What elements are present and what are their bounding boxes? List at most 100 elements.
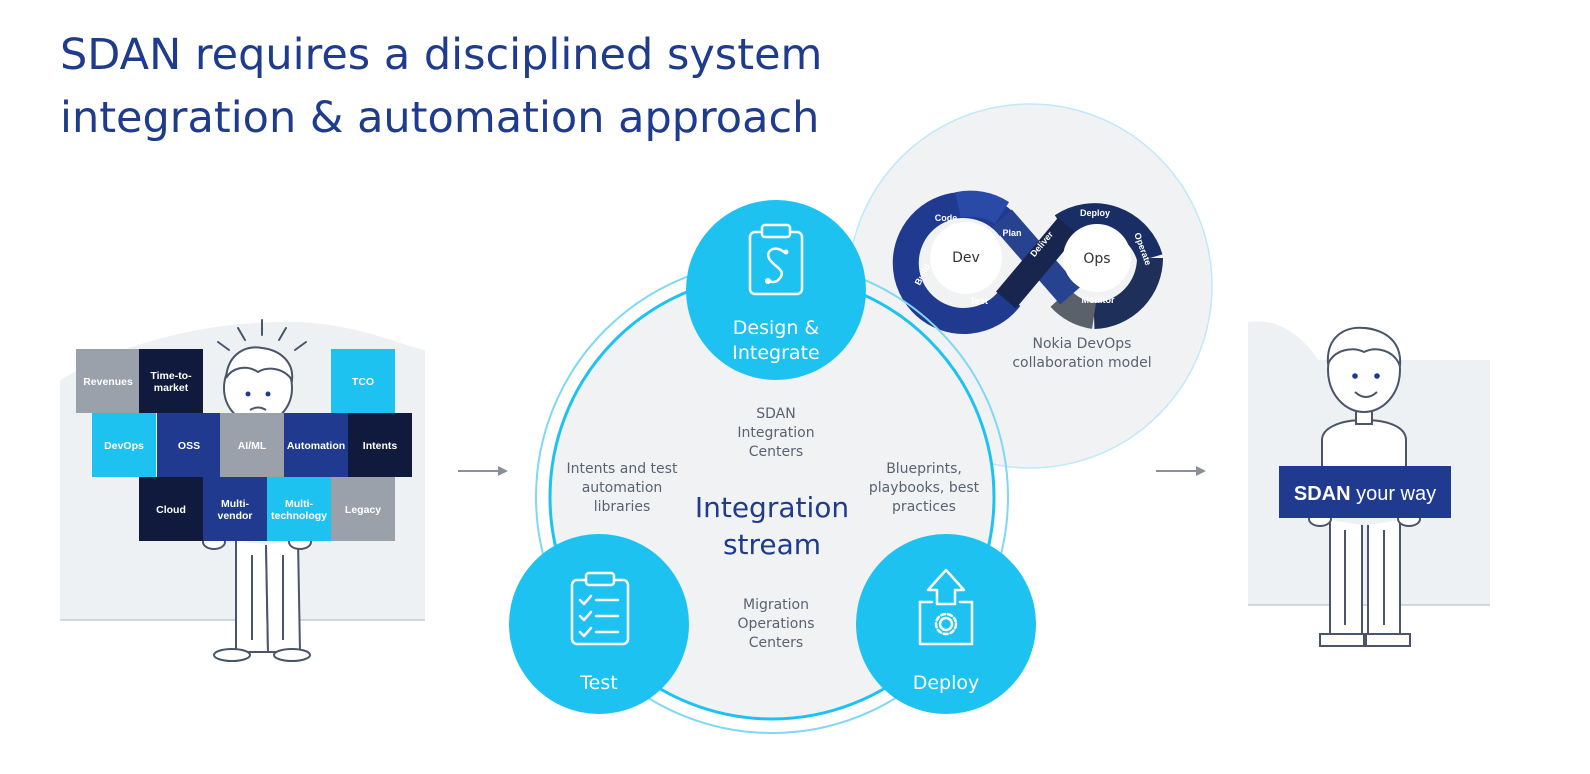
integration-stream: Integration stream SDAN Integration Cent…	[509, 200, 1036, 734]
devops-infinity-loop	[892, 190, 1163, 334]
devops-caption-line-1: Nokia DevOps	[1033, 336, 1132, 352]
challenge-tile-label: Automation	[287, 440, 345, 452]
challenge-tile-label-line: Intents	[363, 440, 398, 452]
stream-center-line-2: stream	[723, 528, 821, 561]
challenge-tile-label: Intents	[363, 440, 398, 452]
devops-ops-label: Ops	[1083, 251, 1110, 267]
challenge-tile-label-line: Time-to-	[150, 370, 192, 382]
challenge-tile: Automation	[284, 413, 348, 477]
challenge-tile-bg	[267, 477, 331, 541]
challenge-tile-label-line: technology	[271, 510, 327, 522]
result-illustration: SDAN your way	[1248, 321, 1490, 647]
challenge-tile-label: Revenues	[83, 376, 133, 388]
node-design-label-1: Design &	[733, 317, 820, 339]
stream-left-text-3: libraries	[594, 499, 651, 515]
challenge-tile-bg	[92, 413, 156, 477]
svg-text:SDAN your way: SDAN your way	[1294, 483, 1436, 505]
challenge-tile-bg	[331, 477, 395, 541]
challenge-tile-label: Cloud	[156, 504, 186, 516]
challenge-tile-label-line: AI/ML	[238, 440, 267, 452]
challenge-tile-bg	[139, 477, 203, 541]
devops-stage-deploy: Deploy	[1080, 208, 1110, 218]
challenge-tile-label: OSS	[178, 440, 200, 452]
challenge-tile-bg	[139, 349, 203, 413]
node-test-label: Test	[579, 672, 617, 694]
stream-right-text-2: playbooks, best	[869, 480, 980, 496]
challenge-tile-label: Multi-technology	[271, 498, 327, 522]
challenge-tile-label: AI/ML	[238, 440, 267, 452]
challenge-tile-label-line: vendor	[217, 510, 252, 522]
stream-bottom-text-3: Centers	[749, 635, 803, 651]
stream-left-text-2: automation	[582, 480, 663, 496]
challenge-tile-label-line: Multi-	[285, 498, 313, 510]
challenge-tile-label-line: Automation	[287, 440, 345, 452]
challenge-tile-label-line: market	[154, 382, 189, 394]
challenge-tile-label-line: Cloud	[156, 504, 186, 516]
challenge-tile-bg	[348, 413, 412, 477]
stream-top-text-3: Centers	[749, 444, 803, 460]
slide-title: SDAN requires a disciplined system integ…	[60, 24, 822, 150]
sdan-your-way-sign: SDAN your way	[1279, 466, 1451, 518]
challenge-tile-bg	[220, 413, 284, 477]
challenge-tile: Revenues	[76, 349, 140, 413]
challenge-tile-label-line: TCO	[352, 376, 374, 388]
challenge-tiles: Revenues Time-to-market TCO DevOps OSS AI/ML A…	[76, 349, 412, 541]
stream-right-text-3: practices	[892, 499, 956, 515]
challenge-tile: DevOps	[92, 413, 156, 477]
node-design-label-2: Integrate	[732, 342, 819, 364]
challenge-tile-bg	[203, 477, 267, 541]
challenge-tile: Multi-technology	[267, 477, 331, 541]
challenge-tile: Multi-vendor	[203, 477, 267, 541]
challenge-tile-bg	[284, 413, 348, 477]
challenge-tile: Intents	[348, 413, 412, 477]
challenge-tile-label-line: OSS	[178, 440, 200, 452]
challenge-tile-bg	[76, 349, 140, 413]
sign-text-bold: SDAN	[1294, 483, 1351, 505]
happy-person	[1308, 326, 1421, 647]
stream-top-text-2: Integration	[737, 425, 814, 441]
devops-stage-monitor: Monitor	[1082, 295, 1115, 305]
challenge-tile-label: DevOps	[104, 440, 144, 452]
challenges-illustration: Revenues Time-to-market TCO DevOps OSS AI/ML A…	[60, 319, 425, 662]
challenge-tile-label: TCO	[352, 376, 374, 388]
devops-stage-code: Code	[935, 213, 958, 223]
stream-bottom-text-1: Migration	[743, 597, 809, 613]
challenge-tile-bg	[331, 349, 395, 413]
stream-bottom-text-2: Operations	[738, 616, 815, 632]
stream-right-text-1: Blueprints,	[886, 461, 962, 477]
node-deploy-label: Deploy	[913, 672, 980, 694]
challenge-tile-label: Time-to-market	[150, 370, 192, 394]
challenge-tile-label-line: Revenues	[83, 376, 133, 388]
challenge-tile: AI/ML	[220, 413, 284, 477]
challenge-tile-bg	[157, 413, 221, 477]
confused-person	[202, 319, 312, 662]
sign-text-rest: your way	[1351, 483, 1437, 505]
clipboard-path-icon	[748, 223, 804, 296]
box-upload-gear-icon	[918, 568, 974, 646]
stream-top-text-1: SDAN	[756, 406, 795, 422]
challenge-tile: Cloud	[139, 477, 203, 541]
node-test: Test	[509, 534, 689, 714]
challenge-tile: Time-to-market	[139, 349, 203, 413]
devops-stage-test: Test	[970, 296, 988, 306]
stream-left-text-1: Intents and test	[567, 461, 678, 477]
node-deploy: Deploy	[856, 534, 1036, 714]
challenge-tile-label-line: DevOps	[104, 440, 144, 452]
challenge-tile: Legacy	[331, 477, 395, 541]
slide-title-line-1: SDAN requires a disciplined system	[60, 30, 823, 80]
challenge-tile-label-line: Multi-	[221, 498, 249, 510]
challenge-tile: TCO	[331, 349, 395, 413]
stream-center-line-1: Integration	[695, 491, 849, 524]
devops-dev-label: Dev	[952, 250, 980, 266]
slide-title-line-2: integration & automation approach	[60, 93, 820, 143]
devops-stage-plan: Plan	[1002, 228, 1021, 238]
challenge-tile-label-line: Legacy	[345, 504, 381, 516]
challenge-tile: OSS	[157, 413, 221, 477]
challenge-tile-label: Multi-vendor	[217, 498, 252, 522]
checklist-icon	[570, 571, 630, 646]
node-design-integrate: Design & Integrate	[686, 200, 866, 380]
confusion-lines-icon	[217, 319, 307, 351]
devops-caption-line-2: collaboration model	[1012, 355, 1151, 371]
challenge-tile-label: Legacy	[345, 504, 381, 516]
